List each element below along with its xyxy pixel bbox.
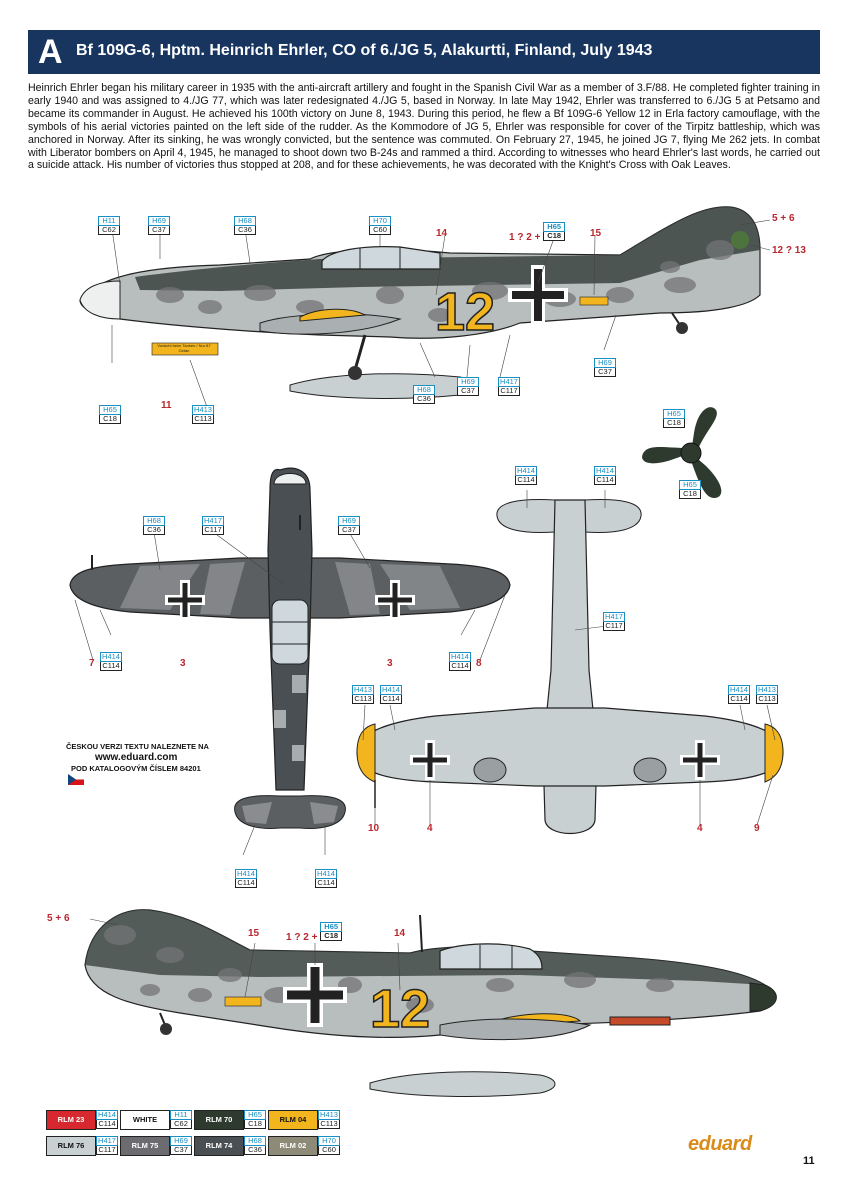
czech-url: www.eduard.com bbox=[95, 752, 178, 763]
legend-swatch: RLM 23 bbox=[46, 1110, 96, 1130]
bottom-view bbox=[356, 490, 784, 835]
fuel-stencil: Vorsicht beim Tanken / Nur 87 Octan bbox=[157, 343, 211, 353]
marking-number: 8 bbox=[476, 658, 482, 669]
czech-note: ČESKOU VERZI TEXTU NALEZNETE NA bbox=[66, 742, 209, 751]
page-number: 11 bbox=[803, 1155, 815, 1167]
legend-swatch: RLM 74 bbox=[194, 1136, 244, 1156]
czech-flag-icon bbox=[68, 774, 84, 785]
scheme-letter: A bbox=[38, 33, 63, 71]
biography-text: Heinrich Ehrler began his military caree… bbox=[28, 82, 820, 172]
marking-number: 5 + 6 bbox=[47, 913, 70, 924]
marking-number: 4 bbox=[427, 823, 433, 834]
marking-number: 10 bbox=[368, 823, 380, 834]
marking-number: 3 bbox=[180, 658, 186, 669]
marking-number: 9 bbox=[754, 823, 760, 834]
left-side-view: 12 bbox=[79, 206, 771, 408]
legend-swatch: RLM 75 bbox=[120, 1136, 170, 1156]
czech-catalog: POD KATALOGOVÝM ČÍSLEM 84201 bbox=[71, 764, 201, 773]
marking-number: 12 ? 13 bbox=[772, 245, 806, 256]
marking-number: 3 bbox=[387, 658, 393, 669]
marking-number: 14 bbox=[436, 228, 448, 239]
legend-swatch: RLM 02 bbox=[268, 1136, 318, 1156]
marking-number: 5 + 6 bbox=[772, 213, 795, 224]
marking-number: 11 bbox=[161, 400, 172, 411]
eduard-logo: eduard bbox=[688, 1133, 752, 1155]
marking-number: 15 bbox=[248, 928, 260, 939]
marking-number: 7 bbox=[89, 658, 95, 669]
legend-swatch: RLM 76 bbox=[46, 1136, 96, 1156]
right-side-view: 12 bbox=[84, 909, 777, 1097]
aircraft-code-left: 12 bbox=[435, 282, 495, 342]
scheme-title: Bf 109G-6, Hptm. Heinrich Ehrler, CO of … bbox=[76, 42, 653, 59]
propeller-view bbox=[642, 407, 722, 498]
legend-swatch: RLM 70 bbox=[194, 1110, 244, 1130]
marking-number: 15 bbox=[590, 228, 602, 239]
marking-number: 4 bbox=[697, 823, 703, 834]
title-bar: A Bf 109G-6, Hptm. Heinrich Ehrler, CO o… bbox=[28, 30, 820, 74]
top-view bbox=[69, 467, 511, 856]
legend-swatch: RLM 04 bbox=[268, 1110, 318, 1130]
marking-number: 14 bbox=[394, 928, 406, 939]
legend-swatch: WHITE bbox=[120, 1110, 170, 1130]
